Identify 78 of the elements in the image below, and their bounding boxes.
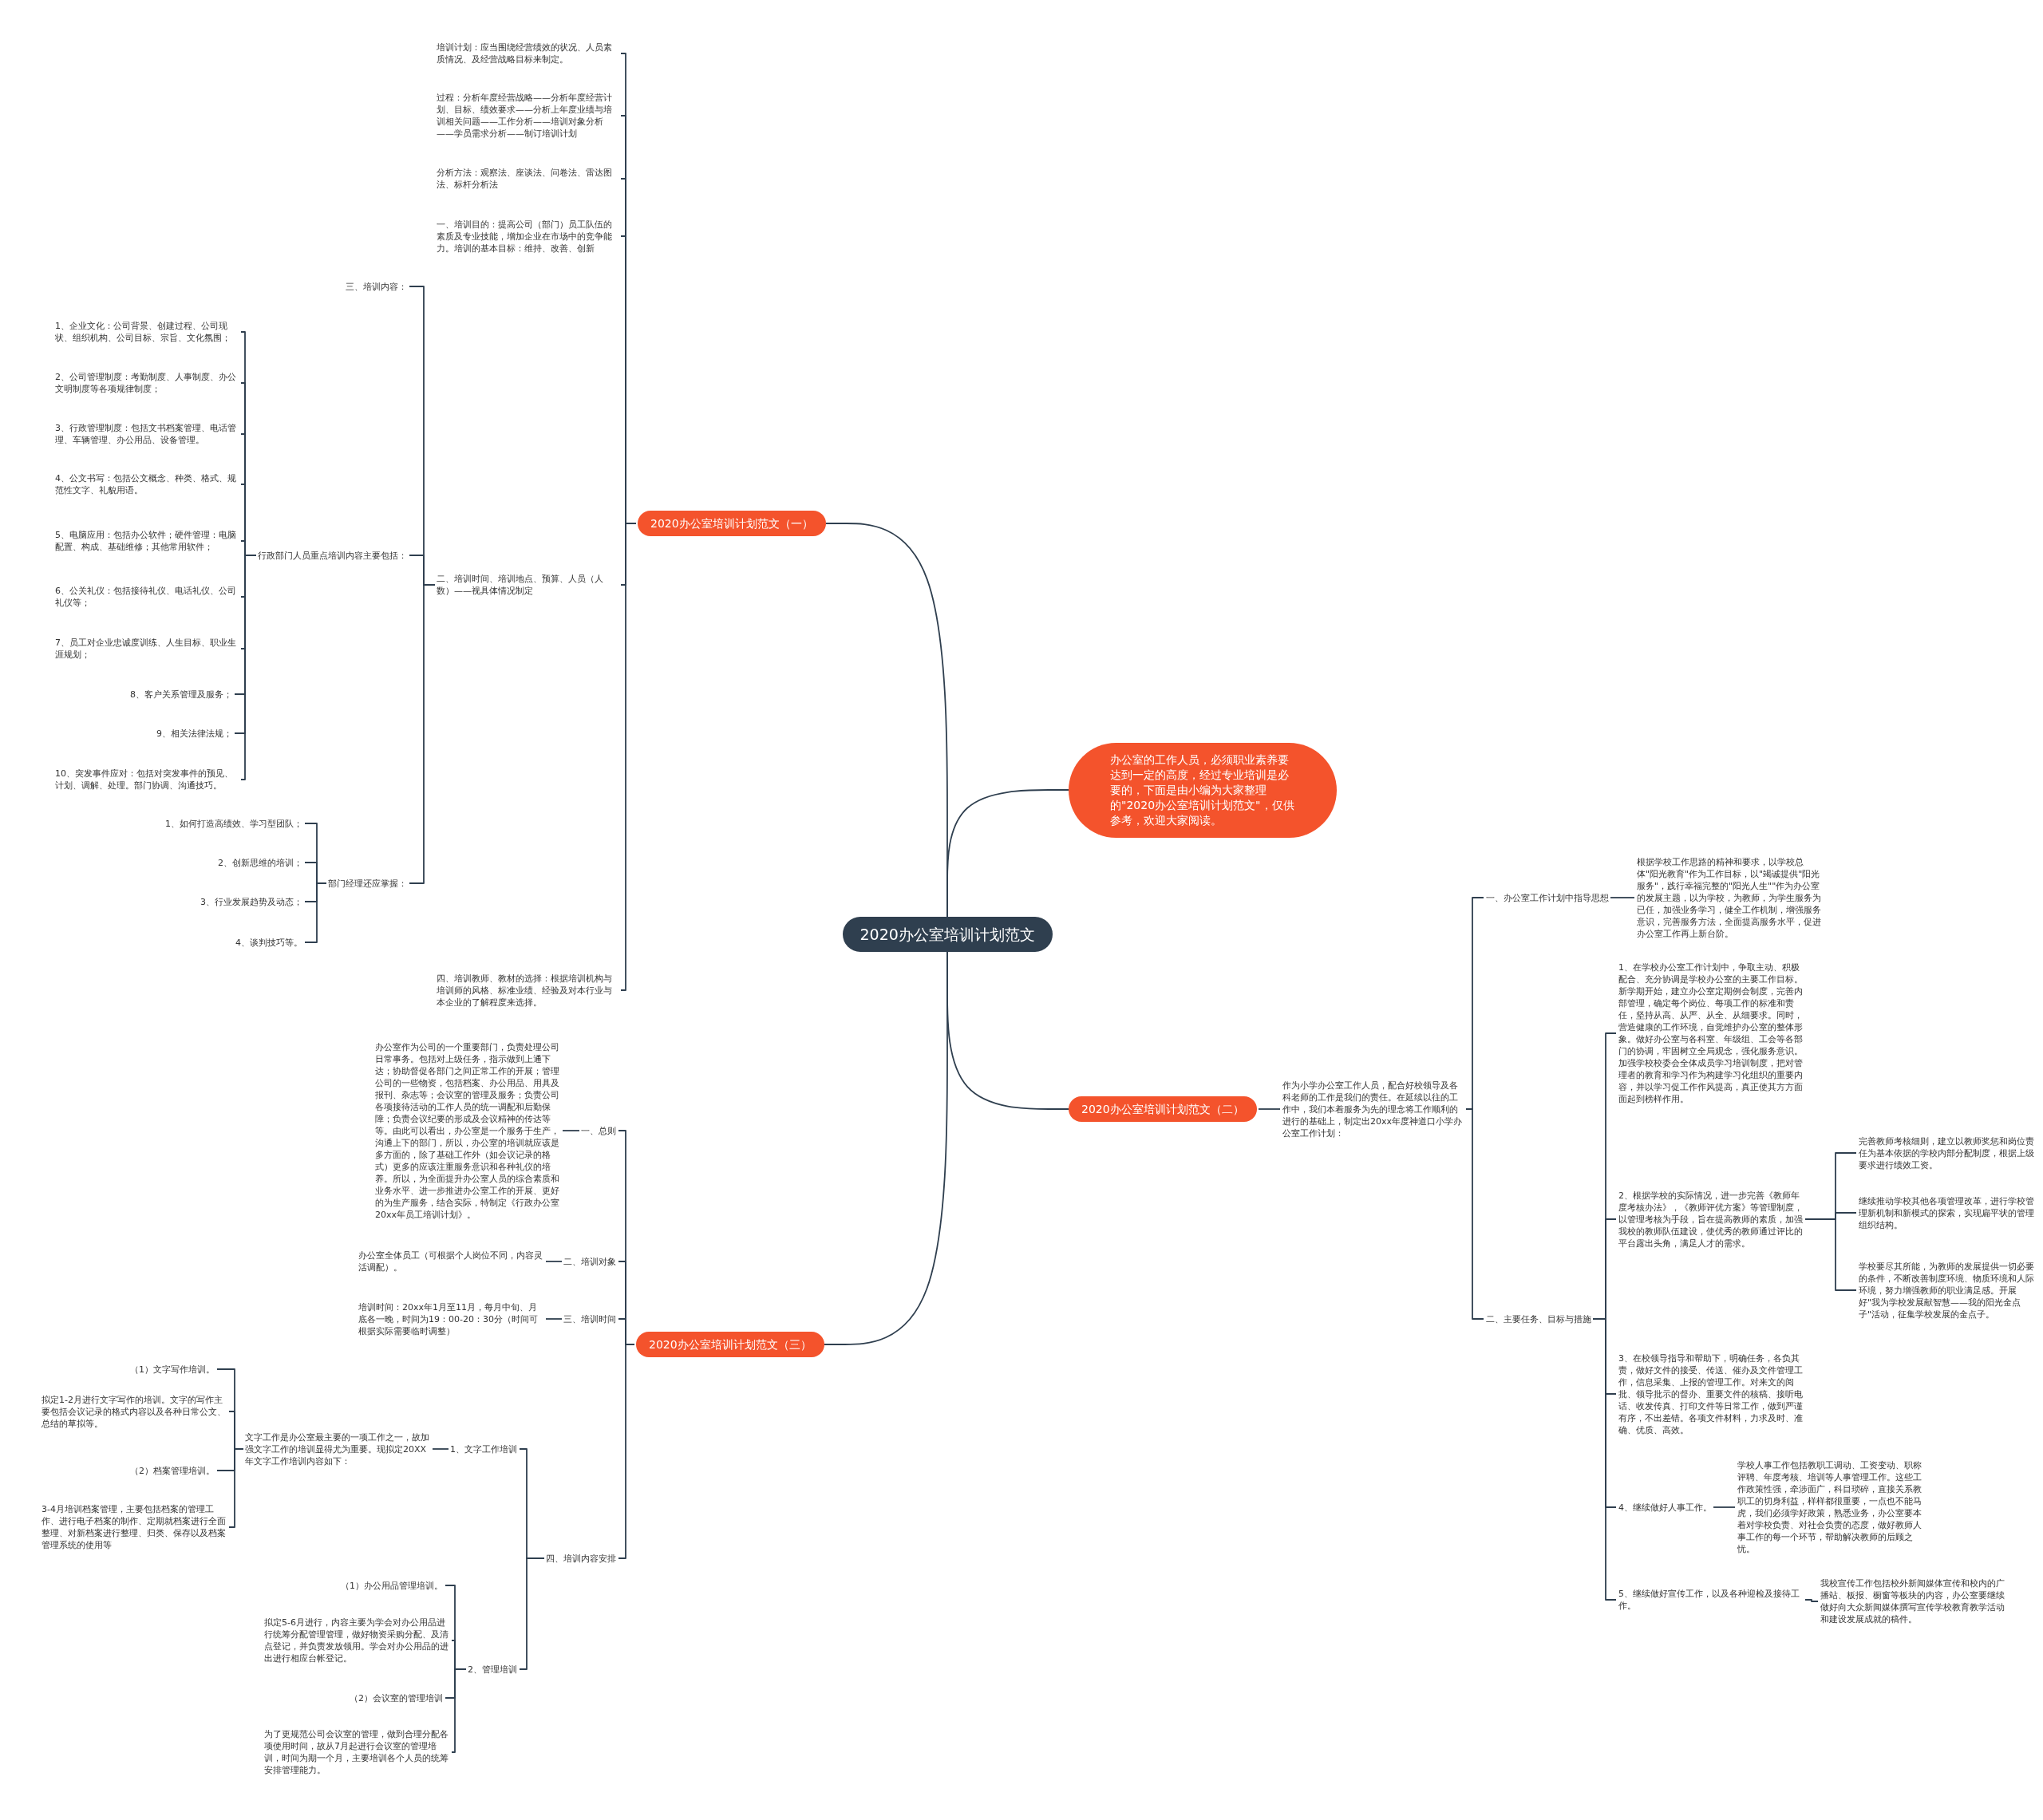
topic-text: 5、电脑应用：包括办公软件；硬件管理：电脑配置、构成、基础维修；其他常用软件；: [55, 529, 239, 553]
topic-text: （2）会议室的管理培训: [350, 1692, 443, 1704]
topic-text: 三、培训内容：: [346, 280, 407, 293]
topic-text: 1、文字工作培训: [450, 1443, 517, 1455]
intro-bubble: 办公室的工作人员，必须职业素养要达到一定的高度，经过专业培训是必要的，下面是由小编为大家整理的"2020办公室培训计划范文"，仅供参考，欢迎大家阅读。: [1069, 742, 1337, 838]
connector-line: [545, 1318, 563, 1320]
topic-text: 学校人事工作包括教职工调动、工资变动、职称评聘、年度考核、培训等人事管理工作。这些工作政策性强，牵涉面广，科目琐碎，直接关系教职工的切身利益，样样都很重要，一点也不能马虎，我们必须学好政策，熟悉业务，办公室要本着对学校负责、对社会负责的态度，做好教师人事工作的每一个环节，帮助解决教师的后顾之忧。: [1737, 1459, 1922, 1555]
topic-text: 作为小学办公室工作人员，配合好校领导及各科老师的工作是我们的责任。在延续以往的工作中，我们本着服务为先的理念将工作顺利的进行的基础上，制定出20xx年度神道口小学办公室工作计划：: [1282, 1079, 1464, 1139]
topic-text: 4、谈判技巧等。: [235, 936, 302, 949]
central-topic: 2020办公室培训计划范文: [842, 917, 1053, 952]
topic-text: （1）办公用品管理培训。: [341, 1579, 443, 1592]
topic-text: 拟定1-2月进行文字写作的培训。文字的写作主要包括会议记录的格式内容以及各种日常公文、总结的草拟等。: [41, 1393, 227, 1430]
topic-text: 为了更规范公司会议室的管理，做到合理分配各项使用时间，故从7月起进行会议室的管理培训，时间为期一个月，主要培训各个人员的统筹安排管理能力。: [264, 1728, 449, 1776]
topic-text: 拟定5-6月进行，内容主要为学会对办公用品进行统筹分配管理管理，做好物资采购分配、及清点登记，并负责发放领用。学会对办公用品的进出进行相应台帐登记。: [264, 1617, 449, 1664]
topic-text: 3-4月培训档案管理，主要包括档案的管理工作、进行电子档案的制作、定期就档案进行全面整理、对新档案进行整理、归类、保存以及档案管理系统的使用等: [41, 1503, 227, 1551]
branch-topic: 2020办公室培训计划范文（一）: [638, 511, 826, 536]
topic-text: （2）档案管理培训。: [130, 1464, 215, 1477]
topic-text: 1、企业文化：公司背景、创建过程、公司现状、组织机构、公司目标、宗旨、文化氛围；: [55, 320, 239, 344]
topic-text: 2、根据学校的实际情况，进一步完善《教师年度考核办法》，《教师评优方案》等管理制度，以管理考核为手段，旨在提高教师的素质，加强我校的教师队伍建设，使优秀的教师通过评比的平台露出头角，满足人才的需求。: [1618, 1189, 1804, 1250]
connector-line: [1804, 1599, 1819, 1602]
connector-line: [1465, 1108, 1484, 1320]
topic-text: 1、在学校办公室工作计划中，争取主动、积极配合、充分协调是学校办公室的主要工作目标。新学期开始，建立办公室定期例会制度，完善内部管理，确定每个岗位、每项工作的标准和责任，坚持从高、从严、从全、从细要求。同时，营造健康的工作环境，自觉维护办公室的整体形象。做好办公室与各科室、年级组、工会等各部门的协调，牢固树立全局观念，强化服务意识。加强学校校委会全体成员学习培训制度，把对管理者的教育和学习作为构建学习化组织的重要内容，并以学习促工作作风提高，真正使其方方面面起到榜样作用。: [1618, 961, 1804, 1105]
topic-text: 5、继续做好宣传工作，以及各种迎检及接待工作。: [1618, 1588, 1804, 1612]
topic-text: 4、公文书写：包括公文概念、种类、格式、规范性文字、礼貌用语。: [55, 472, 239, 496]
topic-text: 根据学校工作思路的精神和要求，以学校总体"阳光教育"作为工作目标，以"竭诚提供"阳光服务"，践行幸福完整的"阳光人生""作为办公室的发展主题，以为学校，为教师，为学生服务为已任，加强业务学习，健全工作机制，增强服务意识，完善服务方法，全面提高服务水平，促进办公室工作再上新台阶。: [1637, 855, 1822, 940]
topic-text: 学校要尽其所能，为教师的发展提供一切必要的条件，不断改善制度环境、物质环境和人际环境，努力增强教师的职业满足感。开展好"我为学校发展献智慧——我的阳光金点子"活动，征集学校发展的金点子。: [1859, 1260, 2037, 1321]
topic-text: （1）文字写作培训。: [130, 1363, 215, 1376]
connector-line: [1258, 1108, 1281, 1110]
connector-line: [409, 584, 436, 884]
connector-line: [304, 882, 327, 943]
topic-text: 完善教师考核细则，建立以教师奖惩和岗位责任为基本依据的学校内部分配制度，根据上级要求进行绩效工资。: [1859, 1135, 2037, 1171]
topic-text: 四、培训内容安排: [546, 1552, 616, 1565]
topic-text: 6、公关礼仪：包括接待礼仪、电话礼仪、公司礼仪等；: [55, 585, 239, 609]
topic-text: 办公室作为公司的一个重要部门，负责处理公司日常事务。包括对上级任务，指示做到上通下达；协助督促各部门之间正常工作的开展；管理公司的一些物资，包括档案、办公用品、用具及报刊、杂志等；会议室的管理及服务；负责公司各项接待活动的工作人员的统一调配和后勤保障；负责会议纪要的形成及会议精神的传达等等。由此可以看出，办公室是一个服务于生产，沟通上下的部门，所以，办公室的培训就应该是多方面的，除了基础工作外（如会议记录的格式）更多的应该注重服务意识和各种礼仪的培养。所以，为全面提升办公室人员的综合素质和业务水平、进一步推进办公室工作的开展、更好的为生产服务，结合实际，特制定《行政办公室20xx年员工培训计划》。: [375, 1040, 560, 1221]
connector-line: [562, 1130, 580, 1131]
branch-topic: 2020办公室培训计划范文（二）: [1069, 1096, 1257, 1122]
topic-text: 8、客户关系管理及服务；: [130, 688, 232, 701]
connector-line: [545, 1261, 563, 1262]
connector-line: [1804, 1218, 1857, 1291]
connector-line: [432, 1448, 449, 1450]
topic-text: 2、公司管理制度：考勤制度、人事制度、办公文明制度等各项规律制度；: [55, 371, 239, 395]
topic-text: 4、继续做好人事工作。: [1618, 1501, 1712, 1514]
topic-text: 文字工作是办公室最主要的一项工作之一，故加强文字工作的培训显得尤为重要。现拟定20XX年文字工作培训内容如下：: [245, 1431, 430, 1467]
connector-line: [824, 951, 948, 1345]
topic-text: 培训计划：应当围绕经营绩效的状况、人员素质情况、及经营战略目标来制定。: [437, 41, 618, 65]
topic-text: 继续推动学校其他各项管理改革，进行学校管理新机制和新模式的探索，实现扁平状的管理组织结构。: [1859, 1194, 2037, 1231]
topic-text: 3、在校领导指导和帮助下，明确任务，各负其责，做好文件的接受、传送、催办及文件管理工作，信息采集、上报的管理工作。对来文的阅批、领导批示的督办、重要文件的核稿、接听电话、收发传真、打印文件等日常工作，做到严谨有序，不出差错。各项文件材料，力求及时、准确、优质、高效。: [1618, 1352, 1804, 1436]
topic-text: 部门经理还应掌握：: [328, 877, 407, 890]
topic-text: 2、创新思维的培训；: [218, 856, 302, 869]
topic-text: 二、主要任务、目标与措施: [1486, 1313, 1591, 1325]
topic-text: 二、培训时间、培训地点、预算、人员（人数）——视具体情况制定: [437, 573, 618, 597]
connector-line: [618, 1344, 635, 1559]
topic-text: 2、管理培训: [468, 1663, 517, 1676]
topic-text: 过程：分析年度经营战略——分析年度经营计划、目标、绩效要求——分析上年度业绩与培训相关问题——工作分析——培训对象分析——学员需求分析——制订培训计划: [437, 92, 618, 140]
topic-text: 1、如何打造高绩效、学习型团队；: [165, 817, 302, 830]
topic-text: 行政部门人员重点培训内容主要包括：: [258, 549, 407, 562]
topic-text: 培训时间：20xx年1月至11月，每月中旬、月底各一晚，时间为19：00-20：30分（时间可根据实际需要临时调整）: [358, 1301, 543, 1337]
connector-line: [946, 789, 1069, 918]
topic-text: 3、行政管理制度：包括文书档案管理、电话管理、车辆管理、办公用品、设备管理。: [55, 422, 239, 446]
topic-text: 10、突发事件应对：包括对突发事件的预见、计划、调解、处理。部门协调、沟通技巧。: [55, 768, 239, 792]
topic-text: 分析方法：观察法、座谈法、问卷法、雷达图法、标杆分析法: [437, 167, 618, 191]
connector-line: [240, 555, 257, 780]
topic-text: 一、办公室工作计划中指导思想: [1486, 891, 1609, 904]
connector-line: [1610, 897, 1635, 898]
topic-text: 7、员工对企业忠诚度训练、人生目标、职业生涯规划；: [55, 637, 239, 661]
topic-text: 办公室全体员工（可根据个人岗位不同，内容灵活调配）。: [358, 1250, 543, 1273]
connector-line: [1592, 1318, 1617, 1601]
topic-text: 三、培训时间: [563, 1313, 616, 1325]
topic-text: 3、行业发展趋势及动态；: [200, 895, 302, 908]
topic-text: 四、培训教师、教材的选择：根据培训机构与培训师的风格、标准业绩、经验及对本行业与本企业的了解程度来选择。: [437, 972, 618, 1009]
topic-text: 一、培训目的：提高公司（部门）员工队伍的素质及专业技能，增加企业在市场中的竞争能力。培训的基本目标：维持、改善、创新: [437, 218, 618, 255]
branch-topic: 2020办公室培训计划范文（三）: [636, 1332, 824, 1357]
connector-line: [1713, 1506, 1736, 1508]
topic-text: 二、培训对象: [563, 1255, 616, 1268]
connector-line: [519, 1557, 545, 1670]
topic-text: 我校宣传工作包括校外新闻媒体宣传和校内的广播站、板报、橱窗等板块的内容，办公室要继续做好向大众新闻媒体撰写宣传学校教育教学活动和建设发展成就的稿件。: [1820, 1577, 2005, 1625]
topic-text: 一、总则: [581, 1124, 616, 1137]
topic-text: 9、相关法律法规；: [156, 727, 232, 740]
